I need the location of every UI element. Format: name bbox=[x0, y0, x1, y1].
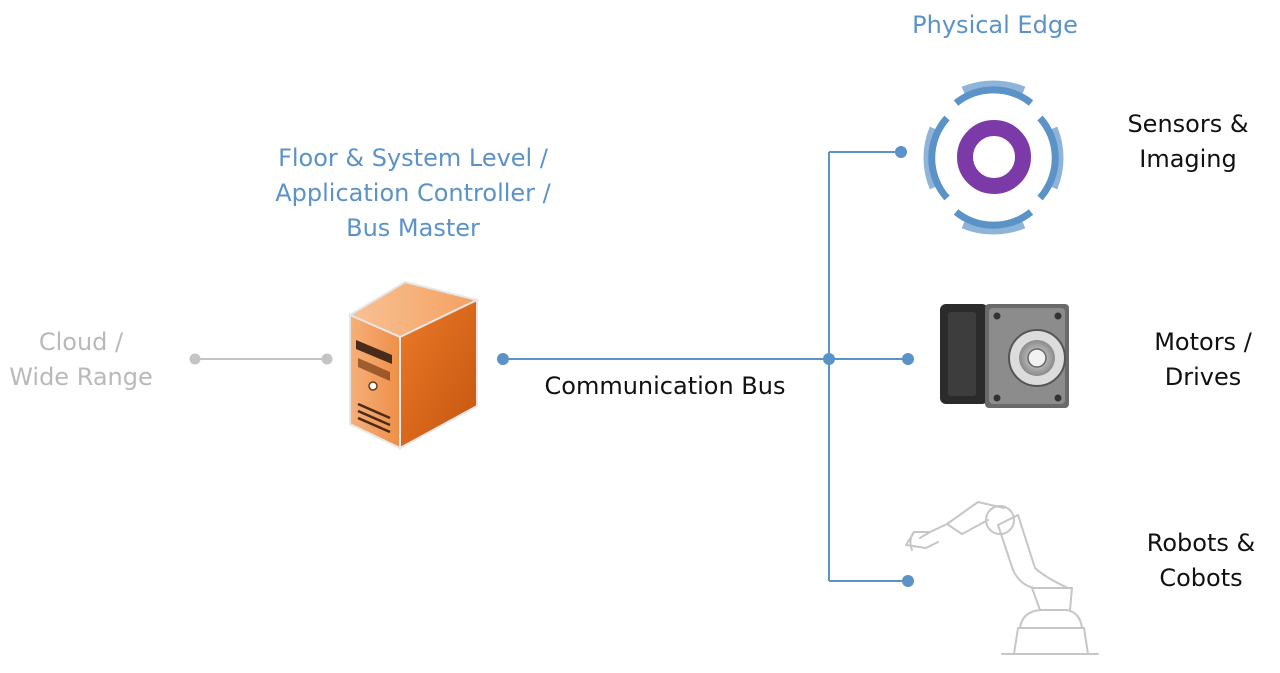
physical-edge-title: Physical Edge bbox=[912, 11, 1078, 39]
motors-label-line2: Drives bbox=[1164, 363, 1242, 391]
motor-icon bbox=[940, 304, 1069, 408]
robots-label-line2: Cobots bbox=[1159, 564, 1243, 592]
motors-label: Motors / Drives bbox=[1128, 325, 1278, 395]
robot-arm-icon bbox=[905, 501, 1099, 655]
sensors-label-line2: Imaging bbox=[1139, 145, 1237, 173]
controller-label: Floor & System Level / Application Contr… bbox=[253, 141, 573, 246]
bus-start-node bbox=[497, 353, 509, 365]
bus-junction-node bbox=[823, 353, 835, 365]
bus-motor-node bbox=[902, 353, 914, 365]
bus-robot-node bbox=[902, 575, 914, 587]
sensors-label-line1: Sensors & bbox=[1127, 110, 1249, 138]
controller-label-line1: Floor & System Level / bbox=[278, 144, 548, 172]
cloud-link-end-node bbox=[321, 353, 333, 365]
robots-label-line1: Robots & bbox=[1146, 529, 1256, 557]
server-icon bbox=[347, 280, 480, 450]
motors-label-line1: Motors / bbox=[1154, 328, 1252, 356]
communication-bus bbox=[497, 146, 914, 587]
cloud-label-line1: Cloud / bbox=[38, 328, 124, 356]
communication-bus-label: Communication Bus bbox=[544, 372, 786, 400]
cloud-link bbox=[189, 353, 333, 365]
sensor-icon bbox=[923, 80, 1064, 235]
bus-sensor-node bbox=[895, 146, 907, 158]
robots-label: Robots & Cobots bbox=[1126, 526, 1276, 596]
cloud-link-start-node bbox=[189, 353, 201, 365]
controller-label-line3: Bus Master bbox=[346, 214, 480, 242]
cloud-label: Cloud / Wide Range bbox=[0, 325, 162, 395]
cloud-label-line2: Wide Range bbox=[9, 363, 153, 391]
controller-label-line2: Application Controller / bbox=[275, 179, 551, 207]
sensors-label: Sensors & Imaging bbox=[1108, 107, 1268, 177]
